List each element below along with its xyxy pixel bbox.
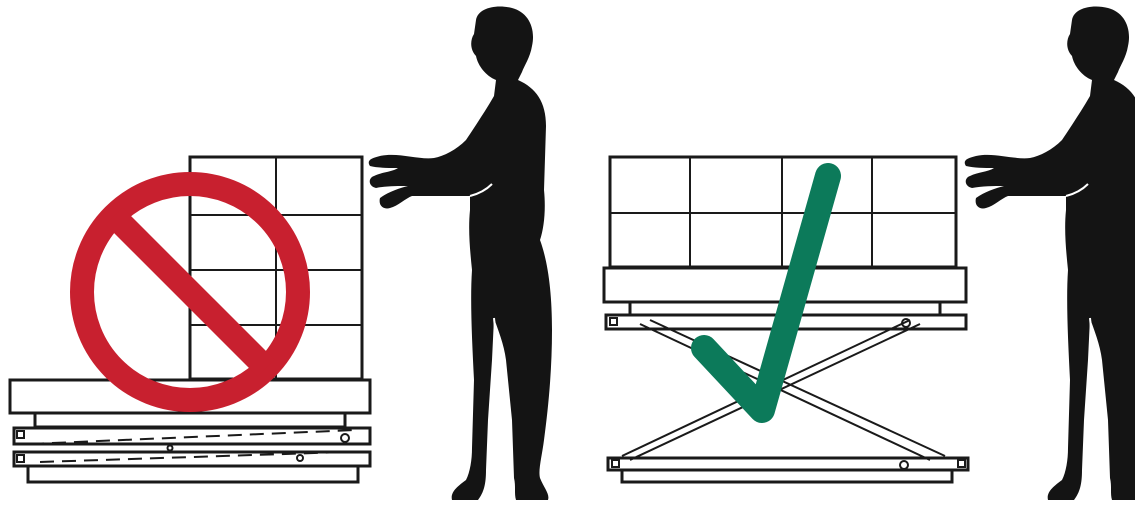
- right-box-stack: [608, 155, 958, 269]
- right-panel-correct: [602, 6, 1135, 500]
- left-worker-silhouette: [368, 6, 552, 500]
- right-worker-silhouette: [964, 6, 1135, 500]
- left-panel-incorrect: [8, 6, 552, 500]
- checkmark-icon: [691, 163, 841, 423]
- prohibition-icon: [70, 172, 310, 412]
